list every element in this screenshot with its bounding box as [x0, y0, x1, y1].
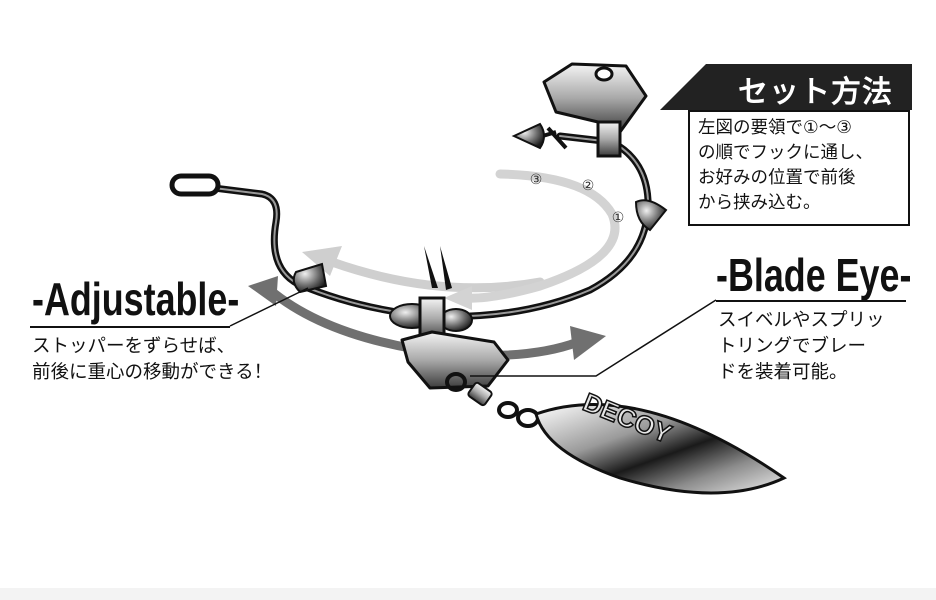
- blade-eye-line-3: ドを装着可能。: [718, 362, 848, 383]
- blade-eye-rule: [716, 300, 906, 302]
- footer-band: [0, 588, 936, 600]
- stopper-front: [292, 262, 328, 294]
- blade-eye-title: -Blade Eye-: [716, 249, 912, 301]
- adjustable-rule: [30, 326, 230, 328]
- blade: DECOY: [534, 386, 787, 495]
- blade-eye-line-1: スイベルやスプリッ: [718, 310, 885, 331]
- pointer-mark: [424, 246, 452, 290]
- hook-eye: [169, 173, 221, 197]
- move-back-arrow-tail: [248, 276, 278, 306]
- svg-text:③: ③: [530, 172, 543, 188]
- blade-eye-line-2: トリングでブレー: [718, 336, 867, 357]
- move-forward-arrowhead-light: [302, 246, 342, 276]
- adjustable-description: ストッパーをずらせば、 前後に重心の移動ができる！: [32, 334, 272, 386]
- threading-arrowhead: [444, 286, 472, 310]
- set-method-text: 左図の要領で①～③ の順でフックに通し、 お好みの位置で前後 から挟み込む。: [698, 116, 873, 216]
- move-back-arrowhead-dark: [570, 326, 606, 360]
- stopper-hook: [634, 199, 668, 232]
- set-method-line-3: お好みの位置で前後: [698, 168, 856, 188]
- adjustable-callout-line: [229, 287, 309, 327]
- threading-path: [457, 169, 620, 303]
- set-method-line-4: から挟み込む。: [698, 193, 821, 213]
- adjustable-line-1: ストッパーをずらせば、: [32, 336, 236, 357]
- step-2: ②: [582, 178, 595, 194]
- svg-text:②: ②: [582, 178, 595, 194]
- svg-text:①: ①: [612, 210, 625, 226]
- sinker-weight-attached: [389, 296, 510, 390]
- blade-eye-callout-line: [470, 299, 717, 377]
- move-forward-arrow-light: [327, 257, 545, 293]
- hook-wire: [178, 132, 652, 320]
- hook-wire-highlight: [181, 135, 650, 318]
- step-3: ③: [530, 172, 543, 188]
- set-method-box: [688, 110, 910, 226]
- adjustable-title: -Adjustable-: [32, 273, 240, 325]
- sinker-weight-detached: [542, 62, 648, 158]
- set-method-line-2: の順でフックに通し、: [698, 143, 873, 163]
- blade-eye-description: スイベルやスプリッ トリングでブレー ドを装着可能。: [718, 308, 885, 386]
- set-method-line-1: 左図の要領で①～③: [698, 118, 852, 138]
- method-header-bg: [660, 64, 912, 110]
- adjustable-line-2: 前後に重心の移動ができる！: [32, 362, 273, 383]
- set-method-title: セット方法: [738, 75, 893, 110]
- stopper-point: [511, 122, 545, 150]
- step-1: ①: [612, 210, 625, 226]
